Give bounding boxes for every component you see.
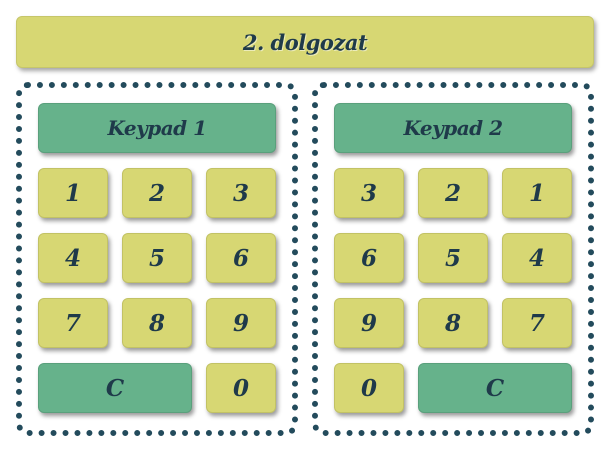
keypad-1-key-8[interactable]: 8 [122, 298, 192, 348]
keypad-1-key-1[interactable]: 1 [38, 168, 108, 218]
keypad-2-key-3[interactable]: 3 [334, 168, 404, 218]
keypad-1-key-6[interactable]: 6 [206, 233, 276, 283]
keypad-1-key-4[interactable]: 4 [38, 233, 108, 283]
keypad-2-header-button[interactable]: Keypad 2 [334, 103, 572, 153]
page-title: 2. dolgozat [16, 16, 594, 68]
keypad-1-key-2[interactable]: 2 [122, 168, 192, 218]
keypad-2-key-0[interactable]: 0 [334, 363, 404, 413]
keypad-1-key-9[interactable]: 9 [206, 298, 276, 348]
keypad-1-panel: Keypad 1 1 2 3 4 5 6 7 8 9 C 0 [16, 82, 298, 436]
keypad-2-key-9[interactable]: 9 [334, 298, 404, 348]
keypad-2-key-5[interactable]: 5 [418, 233, 488, 283]
keypad-2-key-7[interactable]: 7 [502, 298, 572, 348]
keypad-1-header-button[interactable]: Keypad 1 [38, 103, 276, 153]
keypad-2-clear-button[interactable]: C [418, 363, 572, 413]
keypad-1-key-7[interactable]: 7 [38, 298, 108, 348]
keypad-2-panel: Keypad 2 3 2 1 6 5 4 9 8 7 0 C [312, 82, 594, 436]
keypad-2-key-6[interactable]: 6 [334, 233, 404, 283]
keypad-2-key-1[interactable]: 1 [502, 168, 572, 218]
keypad-1-key-3[interactable]: 3 [206, 168, 276, 218]
keypad-1-key-0[interactable]: 0 [206, 363, 276, 413]
keypad-2-key-2[interactable]: 2 [418, 168, 488, 218]
keypad-2-key-8[interactable]: 8 [418, 298, 488, 348]
keypad-2-key-4[interactable]: 4 [502, 233, 572, 283]
keypad-1-clear-button[interactable]: C [38, 363, 192, 413]
keypad-1-key-5[interactable]: 5 [122, 233, 192, 283]
